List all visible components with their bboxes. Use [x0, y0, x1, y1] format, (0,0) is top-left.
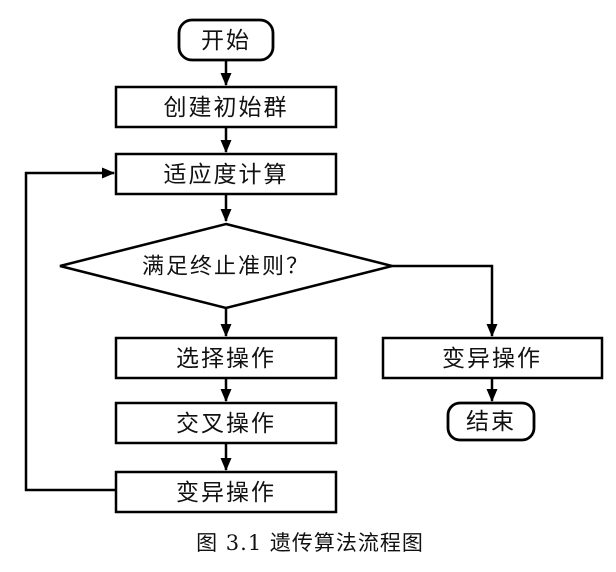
create-population-shape — [114, 85, 338, 129]
node-start: 开始 — [177, 18, 275, 62]
node-selection-label: 选择操作 — [176, 346, 276, 372]
termination-check-diamond-shape — [59, 222, 393, 310]
node-termination-check-label: 满足终止准则？ — [142, 255, 310, 280]
start-terminator-shape — [177, 18, 275, 62]
node-mutation-loop: 变异操作 — [114, 470, 338, 514]
node-crossover-label: 交叉操作 — [176, 411, 276, 437]
figure-caption: 图 3.1 遗传算法流程图 — [196, 531, 424, 555]
mutation-final-shape — [381, 336, 604, 380]
node-create-population-label: 创建初始群 — [164, 95, 289, 121]
node-start-label: 开始 — [201, 28, 251, 54]
node-selection: 选择操作 — [114, 336, 338, 380]
node-create-population: 创建初始群 — [114, 85, 338, 129]
end-terminator-shape — [446, 401, 536, 442]
node-fitness: 适应度计算 — [114, 152, 338, 196]
node-end: 结束 — [446, 401, 536, 442]
crossover-shape — [114, 401, 338, 445]
edge-decision-to-mutation-final — [392, 264, 498, 337]
node-end-label: 结束 — [466, 409, 516, 435]
node-crossover: 交叉操作 — [114, 401, 338, 445]
node-mutation-loop-label: 变异操作 — [176, 480, 276, 506]
selection-shape — [114, 336, 338, 380]
node-mutation-final: 变异操作 — [381, 336, 604, 380]
node-mutation-final-label: 变异操作 — [442, 346, 542, 372]
fitness-shape — [114, 152, 338, 196]
edge-mutation-loopback-to-fitness — [24, 167, 116, 492]
node-termination-check: 满足终止准则？ — [59, 222, 393, 310]
mutation-loop-shape — [114, 470, 338, 514]
node-fitness-label: 适应度计算 — [164, 162, 289, 188]
